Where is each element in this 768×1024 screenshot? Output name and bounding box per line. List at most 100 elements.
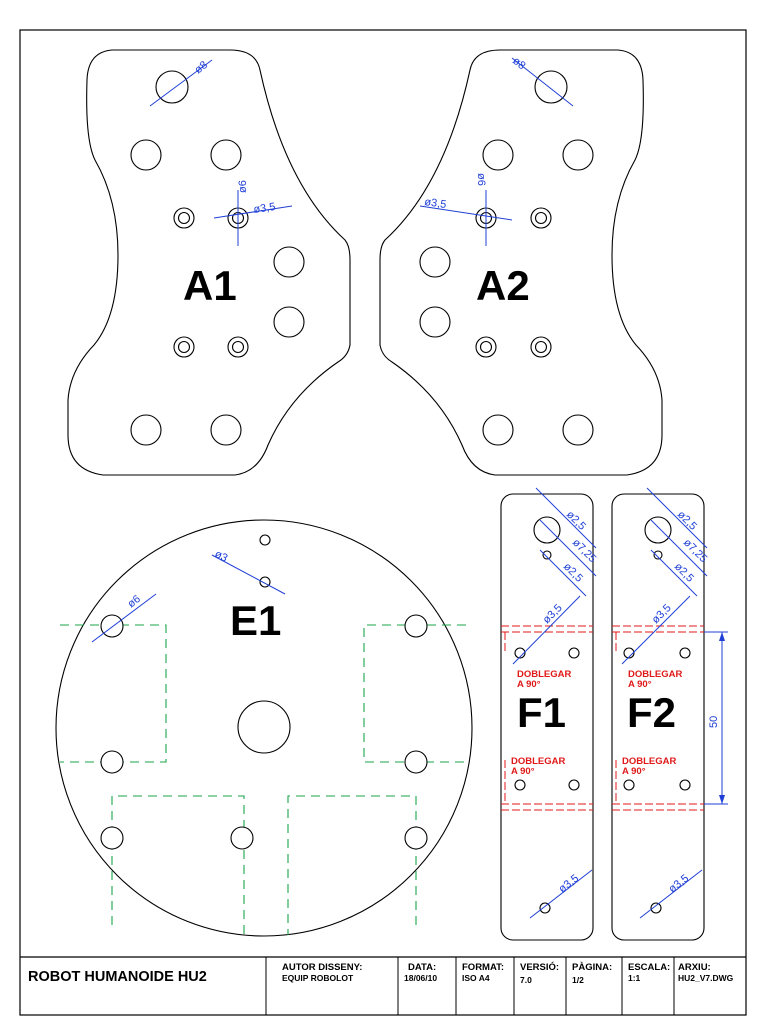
- f1-hole: [568, 647, 580, 659]
- a2-dim-d8-line: [511, 57, 574, 107]
- a2-dim-d35-line: [419, 205, 513, 221]
- f2-dim-d25-line: [646, 487, 708, 549]
- f2-hole-d25: [653, 550, 663, 560]
- f1-label: F1: [517, 689, 566, 736]
- a2-hole: [419, 306, 451, 338]
- drawing-title: ROBOT HUMANOIDE HU2: [28, 969, 207, 985]
- e1-hole-small: [259, 534, 271, 546]
- e1-hole: [230, 826, 254, 850]
- a2-hole: [562, 139, 594, 171]
- a1-hole: [210, 139, 242, 171]
- f1-hole: [514, 779, 526, 791]
- f1-dim-d25-line: [535, 487, 597, 549]
- e1-hidden-left: [60, 624, 167, 763]
- a1-hole: [273, 246, 305, 278]
- e1-dim-d3: ø3: [213, 548, 230, 565]
- f2-hole: [623, 779, 635, 791]
- f2-hole: [623, 647, 635, 659]
- sheet-border: [19, 29, 747, 1016]
- a2-hole: [419, 246, 451, 278]
- author-label: AUTOR DISSENY:: [282, 962, 362, 973]
- a2-hole: [482, 414, 514, 446]
- e1-label: E1: [230, 597, 281, 644]
- a1-hole-inner: [231, 340, 245, 354]
- a2-dim-d35: ø3,5: [424, 196, 447, 211]
- e1-hole: [100, 614, 124, 638]
- e1-hidden-right: [363, 624, 466, 763]
- a2-hole-inner: [479, 340, 493, 354]
- a1-dim-d8: ø8: [192, 59, 210, 76]
- f1-hole-d35: [539, 902, 551, 914]
- a2-hole: [562, 414, 594, 446]
- f2-hole: [679, 779, 691, 791]
- a2-label: A2: [476, 262, 530, 309]
- f2-dim-d25b-line: [650, 549, 698, 597]
- page-label: PÀGINA:: [572, 962, 612, 973]
- f1-dim-d35b-line: [529, 869, 593, 919]
- f2-dim-len-arrow: [719, 632, 725, 641]
- scale-value: 1:1: [628, 973, 641, 983]
- part-a2: ø8 ø6 ø3,5 A2: [379, 49, 663, 476]
- format-value: ISO A4: [462, 973, 490, 983]
- e1-hole: [404, 750, 428, 774]
- a2-dim-d6: ø6: [475, 173, 487, 186]
- version-value: 7.0: [520, 975, 532, 985]
- e1-hole: [404, 614, 428, 638]
- a2-dim-d8: ø8: [510, 55, 528, 72]
- date-value: 18/06/10: [404, 973, 437, 983]
- f1-dim-d35b: ø3,5: [556, 872, 581, 895]
- a2-hole: [482, 139, 514, 171]
- e1-hole: [100, 826, 124, 850]
- f1-hole-d725: [533, 516, 561, 544]
- a2-hole-inner: [534, 340, 548, 354]
- a1-dim-d35-line: [213, 205, 293, 219]
- f2-bend-note-top-2: A 90°: [628, 679, 652, 690]
- file-value: HU2_V7.DWG: [678, 973, 734, 983]
- f1-dim-d25b-line: [539, 549, 587, 597]
- e1-hidden-bottom-left: [111, 795, 245, 935]
- e1-dim-d6: ø6: [125, 593, 143, 610]
- f1-dim-d725-line: [539, 519, 597, 577]
- f2-label: F2: [627, 689, 676, 736]
- scale-label: ESCALA:: [628, 962, 670, 973]
- a1-hole-inner: [177, 211, 191, 225]
- e1-dim-d6-line: [91, 593, 157, 643]
- author-value: EQUIP ROBOLOT: [282, 973, 354, 983]
- f1-dim-d25b: ø2,5: [561, 561, 585, 585]
- f1-bend-note-bottom-2: A 90°: [511, 766, 535, 777]
- f1-hole-d25: [542, 550, 552, 560]
- f2-hole: [679, 647, 691, 659]
- version-label: VERSIÓ:: [520, 961, 559, 973]
- f1-outline: [500, 493, 594, 941]
- a1-dim-d8-line: [149, 59, 213, 107]
- a1-hole: [210, 414, 242, 446]
- a1-hole: [273, 306, 305, 338]
- f2-dim-d25a: ø2,5: [675, 509, 699, 533]
- e1-center-hole: [237, 700, 291, 754]
- e1-dim-d3-line: [211, 554, 286, 595]
- a2-hole-d8: [534, 70, 568, 104]
- a2-outline: [379, 49, 663, 476]
- f1-dim-d725: ø7,25: [570, 537, 598, 565]
- f2-outline: [611, 493, 705, 941]
- f2-dim-len-arrow: [719, 795, 725, 804]
- f2-bend-note-top-1: DOBLEGAR: [628, 669, 683, 680]
- a1-label: A1: [183, 262, 237, 309]
- f2-bend-note-bottom-1: DOBLEGAR: [622, 756, 677, 767]
- a1-hole: [130, 139, 162, 171]
- f1-bend-note-top-2: A 90°: [517, 679, 541, 690]
- part-f1: ø2,5 ø7,25 ø2,5 ø3,5 ø3,5 DOBLEGAR A 90°…: [500, 487, 598, 941]
- part-f2: ø2,5 ø7,25 ø2,5 ø3,5 ø3,5 50 DOBLEGAR A …: [611, 487, 728, 941]
- file-label: ARXIU:: [678, 962, 711, 973]
- f2-dim-d35b-line: [639, 869, 703, 919]
- format-label: FORMAT:: [462, 962, 504, 973]
- f2-dim-d35b: ø3,5: [666, 872, 691, 895]
- f1-dim-d35a: ø3,5: [541, 602, 565, 626]
- f2-hole-d35: [650, 902, 662, 914]
- a1-dim-d35: ø3,5: [253, 201, 276, 216]
- f1-hole: [568, 779, 580, 791]
- f2-dim-d25b: ø2,5: [672, 561, 696, 585]
- f1-bend-note-top-1: DOBLEGAR: [517, 669, 572, 680]
- part-a1: ø8 ø6 ø3,5 A1: [67, 49, 351, 476]
